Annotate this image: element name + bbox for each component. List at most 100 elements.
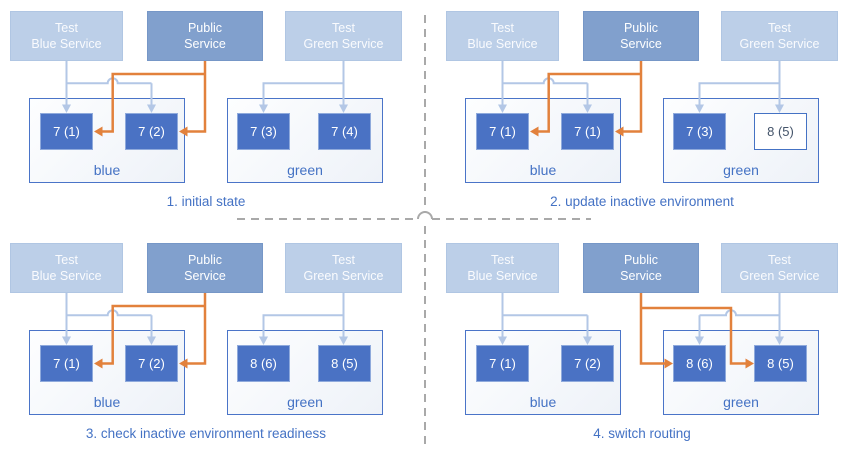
- test-blue-service-box: Test Blue Service: [446, 243, 559, 293]
- blue-environment-label: blue: [529, 162, 557, 178]
- pod-green-2: 8 (5): [318, 345, 371, 382]
- public-route-line-1: [639, 293, 665, 365]
- panel-caption: 1. initial state: [166, 194, 246, 209]
- test-green-service-line2: Green Service: [303, 269, 384, 283]
- panel-initial-state: blue green: [0, 0, 424, 228]
- test-green-fork-line: [698, 61, 781, 105]
- pod-blue-2: 7 (1): [561, 113, 614, 150]
- test-green-service-line1: Test: [332, 20, 355, 35]
- public-service-box: Public Service: [583, 11, 699, 61]
- test-green-fork-line: [262, 293, 345, 337]
- test-blue-service-box: Test Blue Service: [10, 243, 123, 293]
- test-blue-service-line2: Blue Service: [467, 269, 538, 283]
- public-routing-arrows: [102, 61, 207, 133]
- public-route-line-1: [187, 61, 207, 133]
- test-green-service-line1: Test: [768, 252, 791, 267]
- panel-update-inactive-environment: blue green: [424, 0, 848, 228]
- pod-green-1: 7 (3): [673, 113, 726, 150]
- public-routing-arrows: [102, 293, 207, 365]
- green-environment-label: green: [723, 162, 759, 178]
- pod-blue-1: 7 (1): [40, 345, 93, 382]
- test-green-service-line2: Green Service: [739, 269, 820, 283]
- test-blue-fork-line: [501, 293, 589, 337]
- test-blue-service-line1: Test: [491, 20, 514, 35]
- connector-arrows: [498, 61, 784, 137]
- pod-green-2: 8 (5): [754, 345, 807, 382]
- public-service-box: Public Service: [147, 11, 263, 61]
- green-environment-label: green: [287, 394, 323, 410]
- test-service-arrowheads: [498, 336, 784, 345]
- public-service-box: Public Service: [147, 243, 263, 293]
- pod-green-2: 7 (4): [318, 113, 371, 150]
- test-blue-service-line1: Test: [55, 20, 78, 35]
- test-blue-service-line2: Blue Service: [31, 269, 102, 283]
- connector-arrows: [62, 293, 348, 369]
- test-blue-fork-line: [65, 293, 153, 337]
- blue-environment-label: blue: [529, 394, 557, 410]
- public-routing-arrowheads: [94, 358, 188, 369]
- panel-caption: 3. check inactive environment readiness: [85, 426, 327, 441]
- test-blue-service-box: Test Blue Service: [446, 11, 559, 61]
- test-service-arrowheads: [62, 336, 348, 345]
- public-route-line-2: [538, 72, 641, 133]
- blue-environment-label: blue: [93, 394, 121, 410]
- test-blue-service-line2: Blue Service: [467, 37, 538, 51]
- pod-blue-1: 7 (1): [476, 345, 529, 382]
- panel-check-inactive-environment-readiness: blue green: [0, 228, 424, 456]
- test-green-service-box: Test Green Service: [285, 243, 402, 293]
- test-green-service-box: Test Green Service: [285, 11, 402, 61]
- test-blue-fork-line: [65, 61, 153, 105]
- panel-caption: 4. switch routing: [593, 426, 691, 441]
- public-route-line-2: [102, 304, 205, 365]
- public-routing-arrows: [639, 293, 746, 365]
- test-service-arrowheads: [498, 104, 784, 113]
- public-route-line-2: [102, 72, 205, 133]
- test-green-service-line1: Test: [768, 20, 791, 35]
- test-green-service-line2: Green Service: [303, 37, 384, 51]
- public-route-line-1: [187, 293, 207, 365]
- test-blue-service-line2: Blue Service: [31, 37, 102, 51]
- public-routing-arrowheads: [664, 358, 754, 369]
- test-blue-service-line1: Test: [491, 252, 514, 267]
- connector-arrows: [62, 61, 348, 137]
- pod-green-1: 8 (6): [237, 345, 290, 382]
- test-blue-service-line1: Test: [55, 252, 78, 267]
- test-service-arrowheads: [62, 104, 348, 113]
- public-service-box: Public Service: [583, 243, 699, 293]
- public-service-line1: Public: [187, 20, 223, 35]
- connector-arrows: [498, 293, 784, 369]
- test-blue-fork-line: [501, 61, 589, 105]
- public-service-line1: Public: [187, 252, 223, 267]
- pod-green-1: 8 (6): [673, 345, 726, 382]
- public-service-line1: Public: [623, 20, 659, 35]
- public-route-line-2: [641, 306, 746, 365]
- public-routing-arrowheads: [530, 126, 624, 137]
- public-routing-arrowheads: [94, 126, 188, 137]
- panel-switch-routing: blue green: [424, 228, 848, 456]
- green-environment-label: green: [723, 394, 759, 410]
- pod-blue-2: 7 (2): [125, 345, 178, 382]
- pod-blue-2: 7 (2): [125, 113, 178, 150]
- test-green-service-line2: Green Service: [739, 37, 820, 51]
- test-green-fork-line: [262, 61, 345, 105]
- public-service-line2: Service: [620, 269, 662, 283]
- pod-blue-1: 7 (1): [40, 113, 93, 150]
- public-routing-arrows: [538, 61, 643, 133]
- blue-environment-label: blue: [93, 162, 121, 178]
- public-route-line-1: [623, 61, 643, 133]
- public-service-line2: Service: [620, 37, 662, 51]
- pod-green-2: 8 (5): [754, 113, 807, 150]
- test-green-service-line1: Test: [332, 252, 355, 267]
- test-blue-service-box: Test Blue Service: [10, 11, 123, 61]
- public-service-line1: Public: [623, 252, 659, 267]
- public-service-line2: Service: [184, 269, 226, 283]
- test-green-service-box: Test Green Service: [721, 243, 838, 293]
- pod-blue-1: 7 (1): [476, 113, 529, 150]
- test-green-fork-line: [698, 293, 781, 337]
- test-green-service-box: Test Green Service: [721, 11, 838, 61]
- panel-caption: 2. update inactive environment: [550, 194, 734, 209]
- pod-green-1: 7 (3): [237, 113, 290, 150]
- public-service-line2: Service: [184, 37, 226, 51]
- green-environment-label: green: [287, 162, 323, 178]
